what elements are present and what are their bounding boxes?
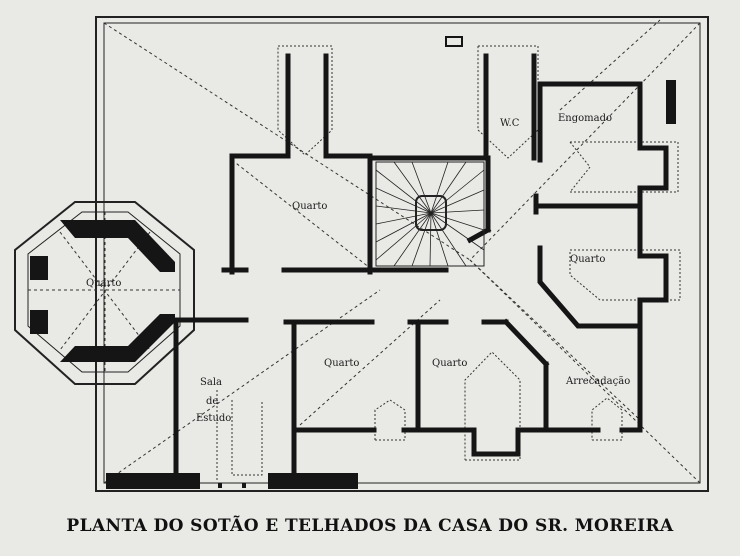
label-sala-2: de	[206, 396, 218, 407]
plan-caption: PLANTA DO SOTÃO E TELHADOS DA CASA DO SR…	[66, 516, 674, 536]
staircase	[375, 161, 485, 267]
label-sala-1: Sala	[200, 377, 222, 388]
interior-walls	[173, 53, 669, 478]
label-quarto-octagon: Quarto	[86, 278, 121, 289]
label-arrecadacao: Arrecadação	[565, 376, 630, 387]
exterior-base-wall	[106, 36, 676, 489]
label-quarto-bottom-left: Quarto	[324, 358, 359, 369]
label-engomado: Engomado	[558, 113, 612, 124]
room-labels: W.C Engomado Quarto Quarto Quarto Sala d…	[86, 113, 630, 424]
octagonal-turret	[14, 201, 195, 385]
label-wc: W.C	[500, 118, 520, 129]
label-sala-3: Estudo	[196, 413, 231, 424]
label-quarto-right: Quarto	[570, 254, 605, 265]
floor-plan-drawing: W.C Engomado Quarto Quarto Quarto Sala d…	[14, 16, 709, 492]
roof-outline	[95, 16, 709, 492]
label-quarto-top: Quarto	[292, 201, 327, 212]
label-quarto-bottom-mid: Quarto	[432, 358, 467, 369]
